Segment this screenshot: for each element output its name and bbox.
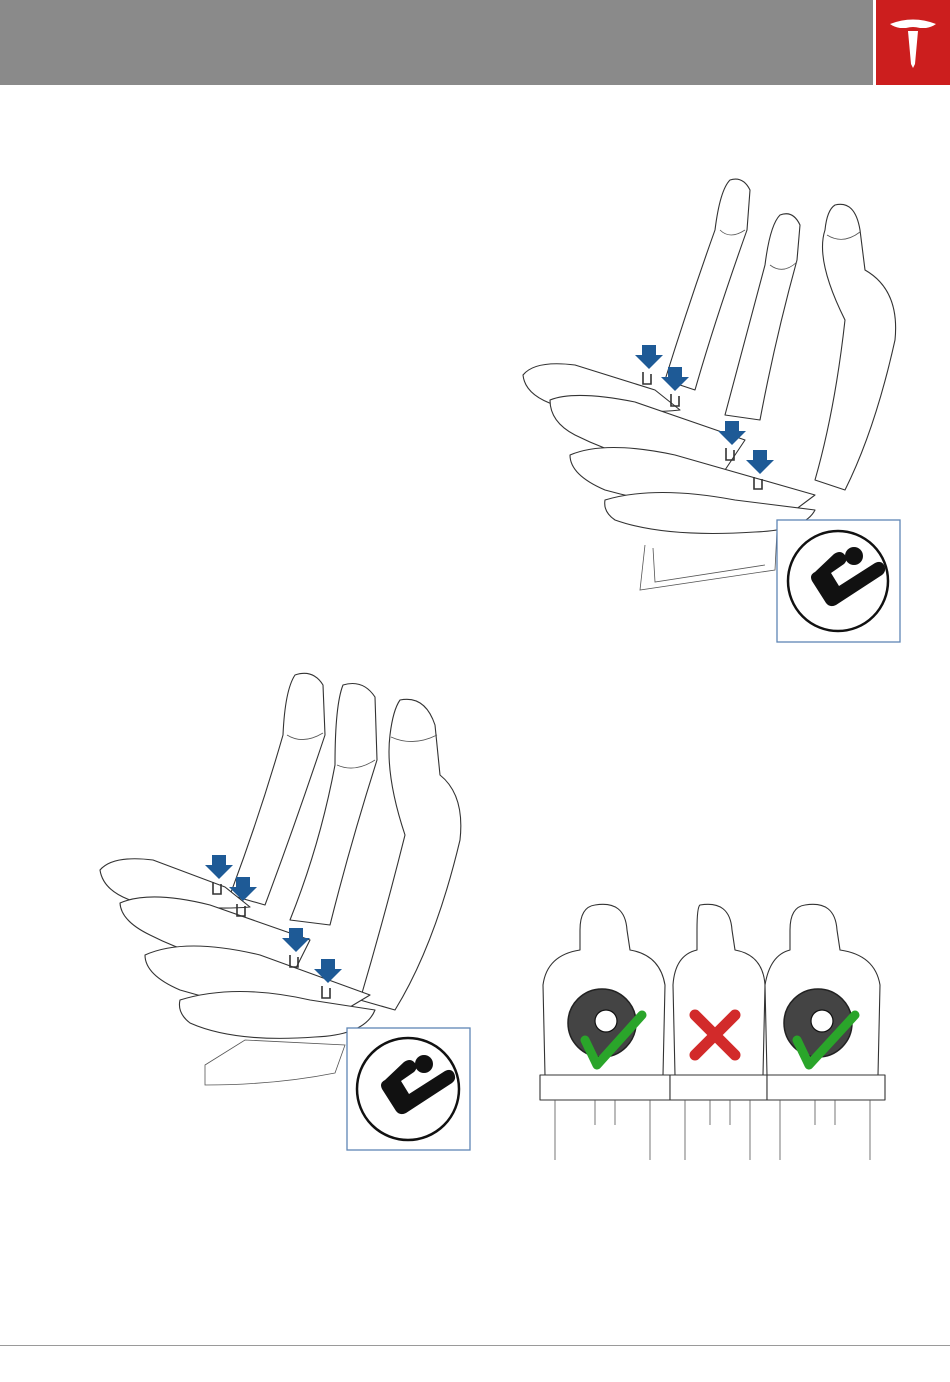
isofix-child-seat-icon: [595, 1010, 617, 1032]
tesla-logo-icon: [876, 0, 950, 85]
isofix-badge: [777, 520, 900, 642]
seat-right: [765, 904, 885, 1160]
seat-illustration-2: [95, 665, 475, 1155]
seat-center: [670, 904, 767, 1160]
seat-position-diagram: [535, 895, 890, 1165]
seat-left: [540, 904, 670, 1160]
isofix-badge: [347, 1028, 470, 1150]
footer-rule: [0, 1345, 950, 1346]
header-bar: [0, 0, 873, 85]
seat-drawing: [100, 673, 461, 1085]
seat-illustration-1: [515, 170, 905, 650]
isofix-child-seat-icon: [811, 1010, 833, 1032]
